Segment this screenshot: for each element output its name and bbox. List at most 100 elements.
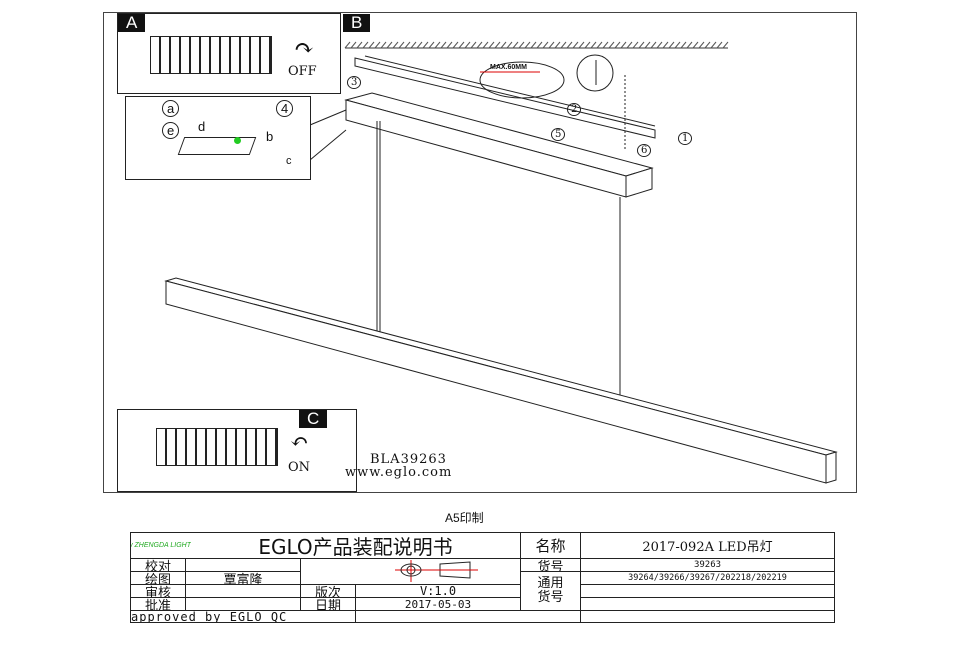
hatch-line — [374, 41, 381, 49]
wire-connection — [234, 137, 241, 144]
hatch-line — [440, 41, 447, 49]
rotate-arrow-icon: ↶ — [290, 430, 309, 455]
callout-3: 3 — [347, 76, 362, 89]
hatch-line — [356, 41, 363, 49]
max-label: MAX.60MM — [490, 64, 527, 71]
hatch-line — [350, 41, 357, 49]
item-label: 货号 — [521, 559, 581, 572]
label-b: b — [266, 129, 274, 144]
hatch-line — [560, 41, 567, 49]
website: www.eglo.com — [345, 465, 453, 480]
hatch-line — [416, 41, 423, 49]
callout-1: 1 — [678, 132, 693, 145]
hatch-line — [548, 41, 555, 49]
canopy — [344, 92, 654, 198]
hatch-line — [590, 41, 597, 49]
hatch-line — [512, 41, 519, 49]
hatch-line — [506, 41, 513, 49]
hatch-line — [692, 41, 699, 49]
hatch-line — [368, 41, 375, 49]
hatch-line — [584, 41, 591, 49]
hatch-line — [716, 41, 723, 49]
hatch-line — [698, 41, 705, 49]
approve-label: 批准 — [131, 598, 186, 611]
common-label: 通用 货号 — [521, 572, 581, 611]
hatch-line — [362, 41, 369, 49]
hatch-line — [344, 41, 351, 49]
hatch-line — [566, 41, 573, 49]
logo: Now ZHENGDA LIGHTING — [131, 533, 191, 559]
title-block: Now ZHENGDA LIGHTING EGLO产品装配说明书 名称 2017… — [130, 532, 835, 623]
hatch-line — [524, 41, 531, 49]
item-value: 39263 — [581, 559, 835, 572]
hatch-line — [656, 41, 663, 49]
check-label: 校对 — [131, 559, 186, 572]
projection-symbol — [395, 560, 478, 582]
hatch-line — [614, 41, 621, 49]
hatch-line — [392, 41, 399, 49]
hatch-line — [578, 41, 585, 49]
drawing-value: 覃富隆 — [186, 572, 301, 585]
panel-a: A ↷ OFF — [117, 13, 341, 94]
hatch-line — [626, 41, 633, 49]
panel-b-tag: B — [343, 14, 371, 32]
hatch-line — [488, 41, 495, 49]
lamp-bar — [164, 277, 838, 484]
on-label: ON — [288, 460, 311, 475]
hatch-line — [434, 41, 441, 49]
hatch-line — [722, 41, 729, 49]
hatch-line — [464, 41, 471, 49]
name-value: 2017-092A LED吊灯 — [581, 533, 835, 559]
terminal-block — [177, 137, 257, 155]
hatch-line — [596, 41, 603, 49]
print-note: A5印制 — [445, 511, 484, 525]
drawing-label: 绘图 — [131, 572, 186, 585]
hatch-line — [572, 41, 579, 49]
mounting-bracket — [354, 55, 656, 139]
hatch-line — [632, 41, 639, 49]
date-label: 日期 — [301, 598, 356, 611]
approve-value — [186, 598, 301, 611]
wiring-detail-panel: a 4 d e b c — [125, 96, 311, 180]
common-value-2 — [581, 585, 835, 598]
hatch-line — [668, 41, 675, 49]
date-value: 2017-05-03 — [356, 598, 521, 611]
name-label: 名称 — [521, 533, 581, 559]
hatch-line — [422, 41, 429, 49]
hatch-line — [380, 41, 387, 49]
label-c: c — [286, 155, 292, 167]
panel-c: C ↶ ON — [117, 409, 357, 492]
hatch-line — [536, 41, 543, 49]
hatch-line — [428, 41, 435, 49]
approved-by: approved by EGLO QC — [131, 611, 356, 623]
hatch-line — [476, 41, 483, 49]
hatch-line — [650, 41, 657, 49]
off-label: OFF — [288, 64, 317, 79]
hatch-line — [386, 41, 393, 49]
panel-c-tag: C — [299, 410, 328, 428]
hatch-line — [458, 41, 465, 49]
empty-footer-2 — [581, 611, 835, 623]
hatch-line — [674, 41, 681, 49]
hatch-line — [470, 41, 477, 49]
hatch-line — [680, 41, 687, 49]
hatch-line — [500, 41, 507, 49]
label-d: d — [198, 119, 206, 134]
hatch-line — [704, 41, 711, 49]
symbol-cell — [301, 559, 521, 585]
callout-6: 6 — [637, 144, 652, 157]
hatch-line — [410, 41, 417, 49]
hatch-line — [398, 41, 405, 49]
hatch-line — [518, 41, 525, 49]
panel-a-tag: A — [118, 14, 146, 32]
hatch-line — [452, 41, 459, 49]
hatch-line — [482, 41, 489, 49]
check-value — [186, 559, 301, 572]
review-label: 审核 — [131, 585, 186, 598]
hatch-line — [446, 41, 453, 49]
hatch-line — [620, 41, 627, 49]
hatch-line — [608, 41, 615, 49]
empty-footer-1 — [356, 611, 581, 623]
review-value — [186, 585, 301, 598]
